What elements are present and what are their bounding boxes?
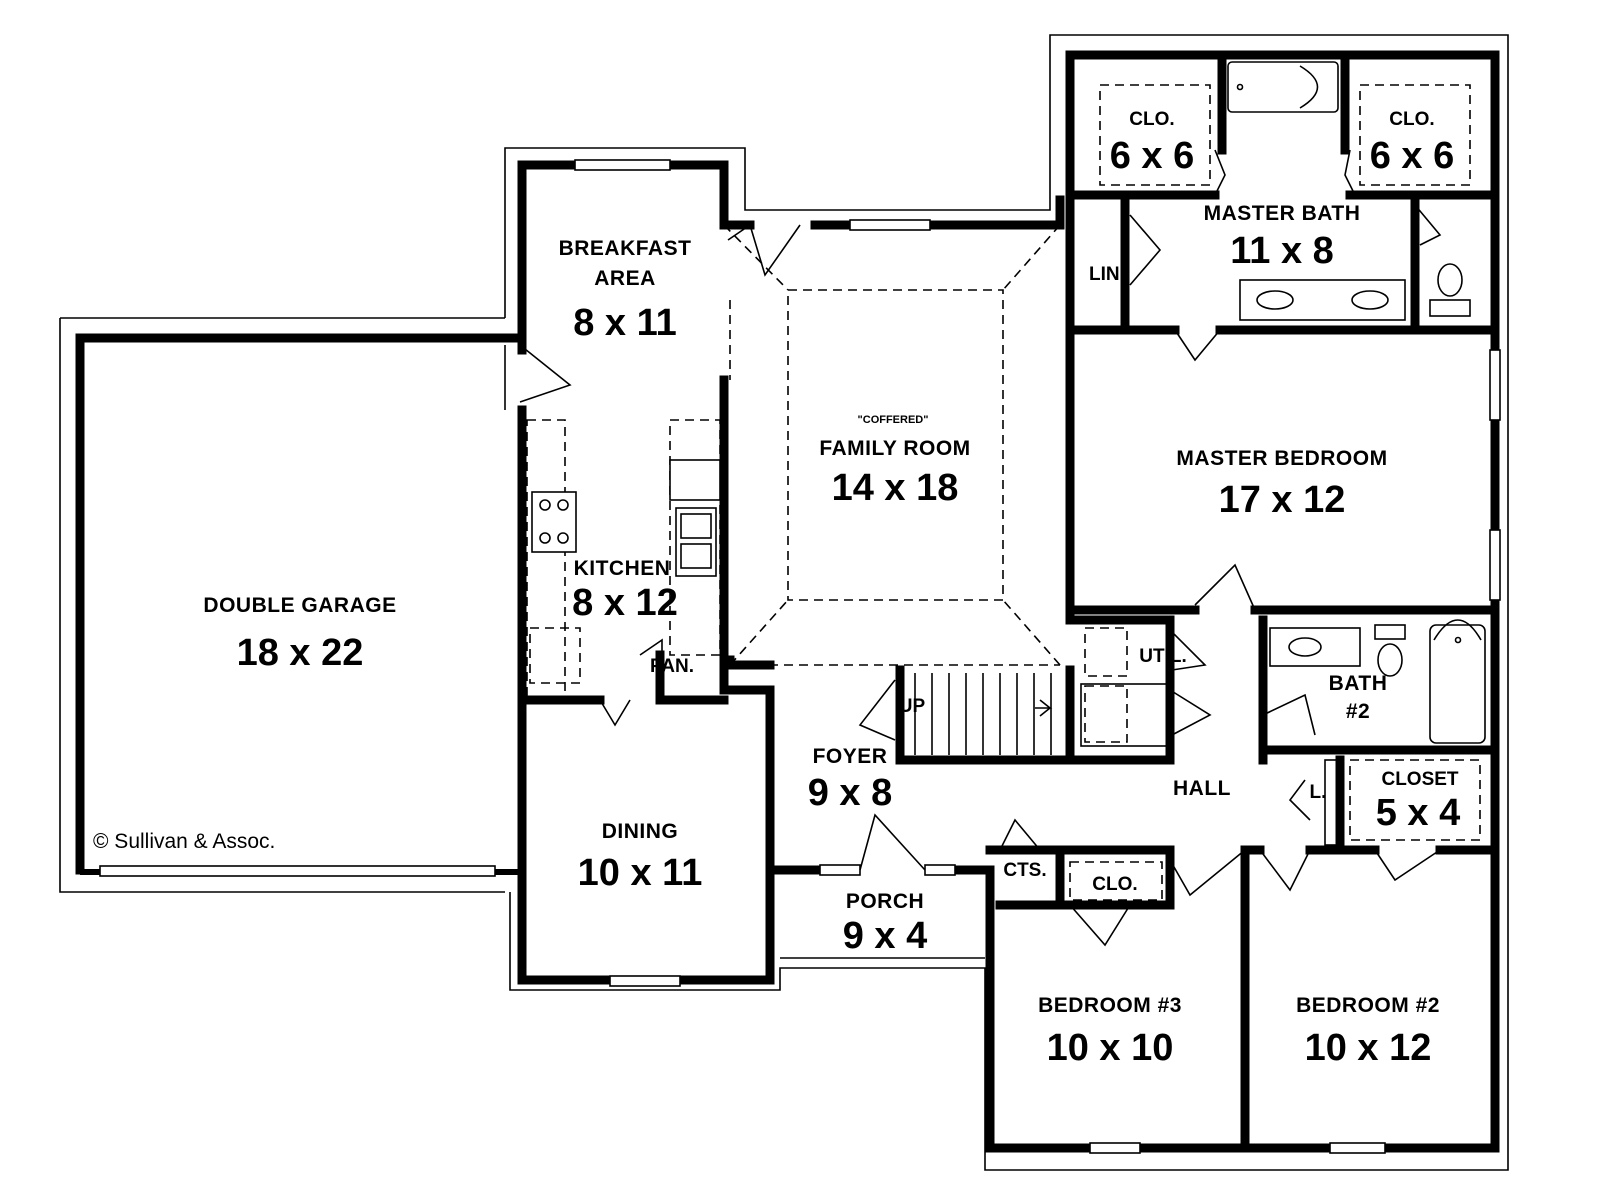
kitchen-counters xyxy=(526,419,721,701)
garage-walls xyxy=(75,333,525,877)
kitchen-label: KITCHEN xyxy=(574,557,671,580)
closet-left-dim: 6 x 6 xyxy=(1110,135,1195,177)
utility-label: UTIL. xyxy=(1139,646,1187,667)
stairs-label: UP xyxy=(899,696,926,717)
master-bedroom-label: MASTER BEDROOM xyxy=(1176,447,1387,470)
foyer-label: FOYER xyxy=(813,745,888,768)
breakfast-label-1: BREAKFAST xyxy=(559,237,692,260)
hall-closet-dim: 5 x 4 xyxy=(1376,792,1461,834)
closet-left-label: CLO. xyxy=(1129,109,1174,130)
hall-linen-label: L. xyxy=(1310,782,1327,803)
family-dim: 14 x 18 xyxy=(832,467,959,509)
breakfast-label-2: AREA xyxy=(594,267,656,290)
hall-label: HALL xyxy=(1173,777,1231,800)
closet-right-label: CLO. xyxy=(1389,109,1434,130)
garage-dim: 18 x 22 xyxy=(237,632,364,674)
garage-label: DOUBLE GARAGE xyxy=(203,594,396,617)
family-room-walls xyxy=(719,195,1065,666)
dining-label: DINING xyxy=(602,820,679,843)
copyright-text: © Sullivan & Assoc. xyxy=(93,830,275,853)
bath2-label-1: BATH xyxy=(1329,672,1388,695)
room-labels: DOUBLE GARAGE 18 x 22 BREAKFAST AREA 8 x… xyxy=(93,109,1460,1069)
master-bath-label: MASTER BATH xyxy=(1204,202,1361,225)
bath2-label-2: #2 xyxy=(1346,700,1370,723)
porch-label: PORCH xyxy=(846,890,924,913)
pantry-door xyxy=(599,638,663,727)
foyer-dim: 9 x 8 xyxy=(808,772,893,814)
porch-walls xyxy=(765,813,1500,1153)
utility-fixtures xyxy=(1080,627,1212,747)
bath2-fixtures xyxy=(1262,619,1486,744)
bedroom2-dim: 10 x 12 xyxy=(1305,1027,1432,1069)
outer-outline xyxy=(59,34,1509,1171)
hall-closet-label: CLOSET xyxy=(1381,769,1458,790)
breakfast-dim: 8 x 11 xyxy=(573,302,677,344)
kitchen-dim: 8 x 12 xyxy=(572,582,678,624)
coats-label: CTS. xyxy=(1003,860,1046,881)
master-bedroom-dim: 17 x 12 xyxy=(1219,479,1346,521)
stairs xyxy=(858,665,1175,765)
master-bath-dim: 11 x 8 xyxy=(1230,230,1334,272)
closet-right-dim: 6 x 6 xyxy=(1370,135,1455,177)
porch-dim: 9 x 4 xyxy=(843,915,928,957)
pantry-label: PAN. xyxy=(650,656,694,677)
bedroom2-label: BEDROOM #2 xyxy=(1296,994,1440,1017)
east-block-walls xyxy=(985,50,1501,1154)
master-bedroom-door xyxy=(1194,563,1256,611)
bedroom3-closet-label: CLO. xyxy=(1092,874,1137,895)
bedroom3-dim: 10 x 10 xyxy=(1047,1027,1174,1069)
bedroom3-label: BEDROOM #3 xyxy=(1038,994,1182,1017)
linen-label: LIN. xyxy=(1089,264,1125,285)
family-label: FAMILY ROOM xyxy=(819,437,970,460)
hall-closet-fixtures xyxy=(1288,759,1481,882)
bedroom-doors xyxy=(999,818,1311,947)
family-note: "COFFERED" xyxy=(858,414,929,426)
dining-dim: 10 x 11 xyxy=(578,852,703,894)
garage-door-swing xyxy=(504,344,572,410)
master-bath-fixtures xyxy=(1099,61,1471,362)
